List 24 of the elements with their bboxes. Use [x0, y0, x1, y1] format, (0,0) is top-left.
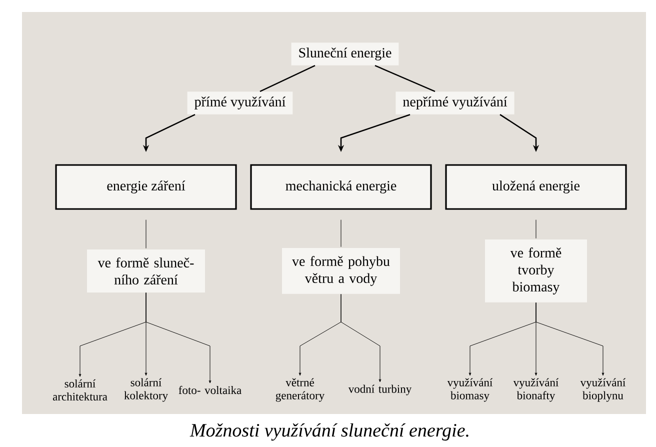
- text-label: ve formě pohybu větru a vody: [282, 248, 400, 294]
- connector-line: [340, 220, 342, 248]
- text-label: využívání biomasy: [447, 378, 493, 402]
- arrow: [146, 292, 212, 384]
- text-label: Sluneční energie: [291, 42, 399, 66]
- process-box: uložená energie: [445, 164, 627, 210]
- text-label: nepřímé využívání: [396, 92, 514, 114]
- text-label: solární architektura: [52, 379, 108, 401]
- connector-line: [260, 65, 316, 92]
- text-label: foto- voltaika: [178, 386, 242, 394]
- text-label: využívání bionafty: [513, 378, 559, 402]
- text-label: vodní turbiny: [348, 384, 412, 396]
- text-label: ve formě sluneč- ního záření: [87, 250, 205, 292]
- text-label: přímé využívání: [187, 92, 293, 114]
- text-label: ve formě tvorby biomasy: [485, 240, 587, 302]
- arrow: [340, 294, 382, 382]
- process-box: mechanická energie: [250, 164, 432, 210]
- process-box: energie záření: [55, 164, 237, 210]
- caption: Možnosti využívání sluneční energie.: [190, 423, 468, 441]
- text-label: solární kolektory: [124, 378, 168, 402]
- connector-line: [374, 64, 436, 92]
- arrow: [536, 302, 604, 376]
- text-label: větrné generátory: [276, 378, 325, 402]
- text-label: využívání bioplynu: [580, 378, 626, 402]
